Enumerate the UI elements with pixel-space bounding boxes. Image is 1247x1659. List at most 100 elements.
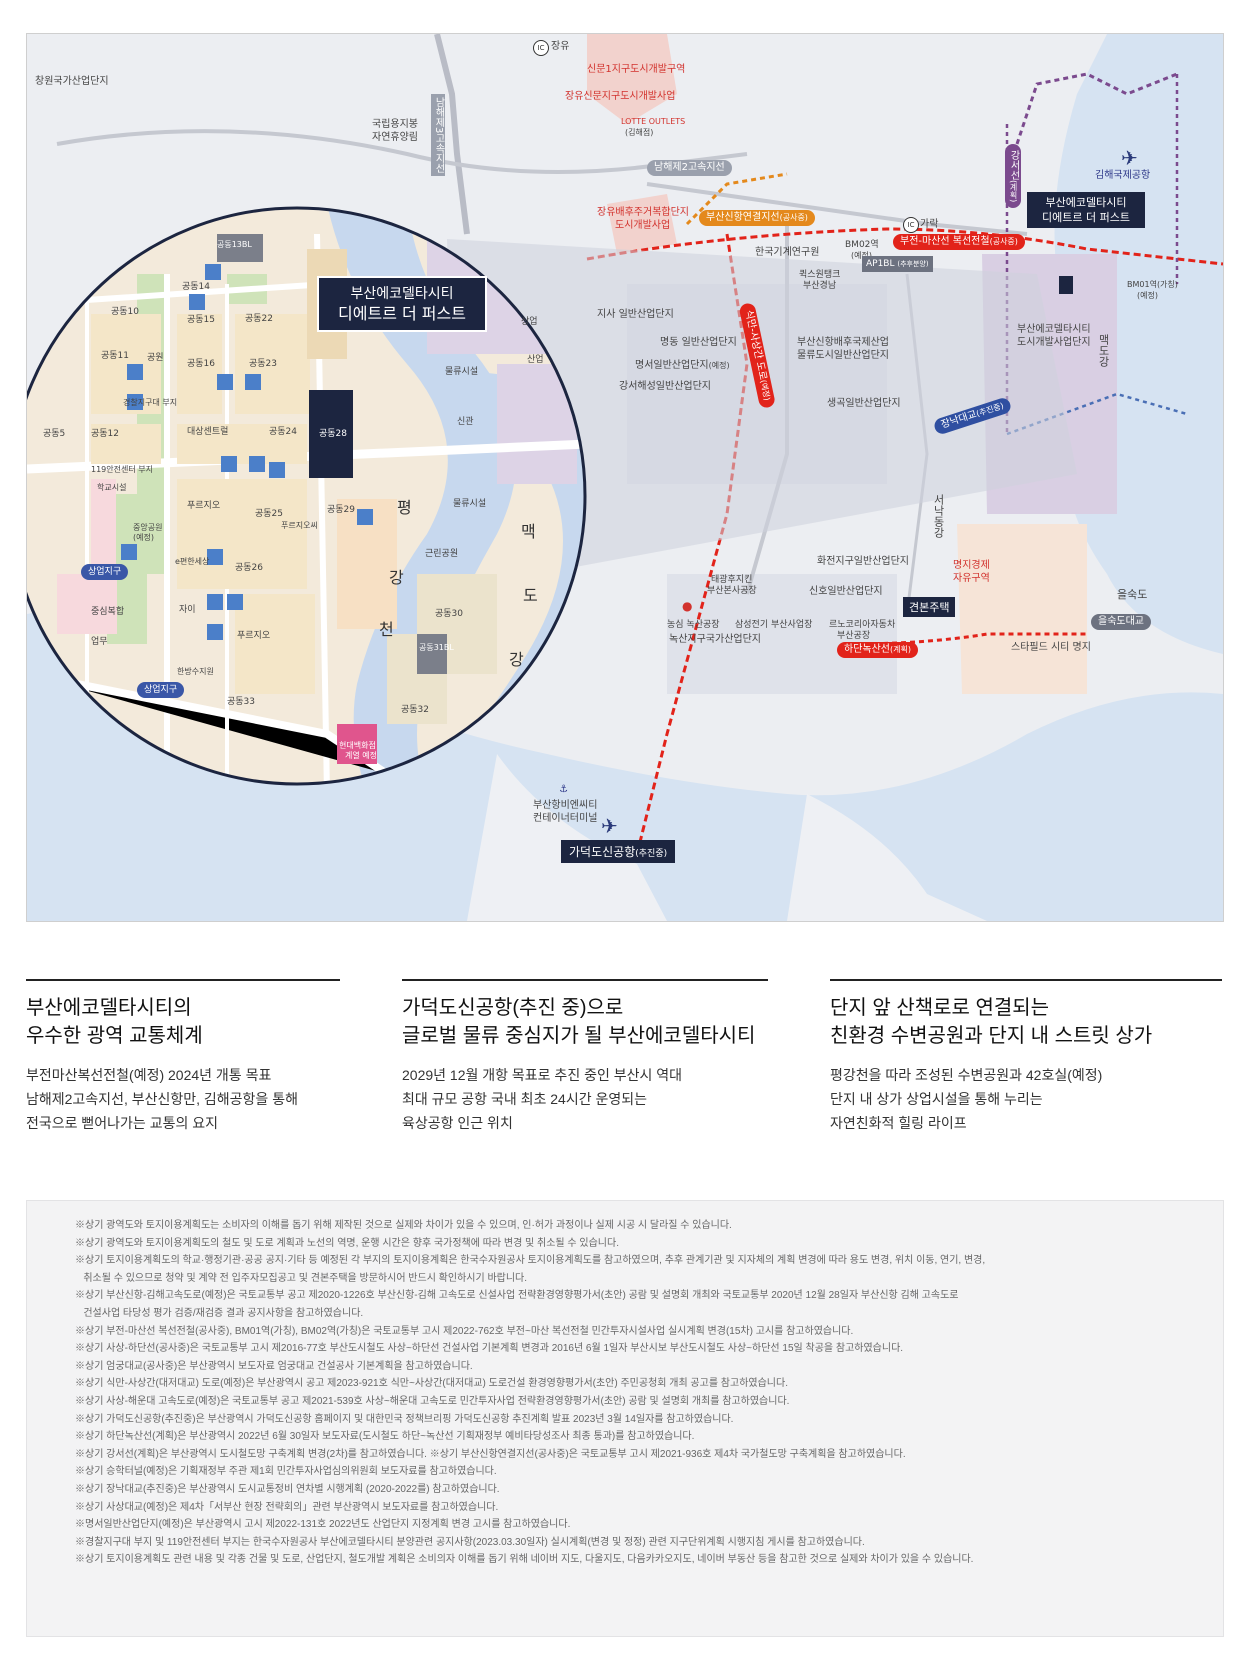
note-item: ※상기 사상-해운대 고속도로(예정)은 국토교통부 공고 제2021-539호… — [75, 1395, 790, 1407]
inset-gongdong32: 공동32 — [401, 705, 430, 715]
inset-hakgyo: 학교시설 — [97, 483, 127, 492]
label-bm01-sub: (예정) — [1137, 291, 1158, 300]
inset-daesang: 대상센트럴 — [187, 427, 229, 437]
inset-sangeop-1: 상업지구 — [81, 564, 129, 580]
note-item: ※상기 광역도와 토지이용계획도의 철도 및 도로 계획과 노선의 역명, 운행… — [75, 1237, 619, 1249]
inset-maek-3: 강 — [509, 650, 524, 669]
note-item: ※상기 가덕도신공항(추진중)은 부산광역시 가덕도신공항 홈페이지 및 대한민… — [75, 1413, 734, 1425]
inset-pyeonggang-1: 평 — [397, 498, 412, 517]
inset-sangeop-2: 상업지구 — [137, 682, 185, 698]
label-bujeon-line: 부전-마산선 복선전철(공사중) — [893, 234, 1025, 250]
label-hanguk-gigye: 한국기계연구원 — [755, 247, 820, 258]
section-1-title: 부산에코델타시티의 우수한 광역 교통체계 — [26, 997, 203, 1047]
note-item: ※상기 토지이용계획도의 학교·행정기관·공공 공지·기타 등 예정된 각 부지… — [75, 1255, 986, 1284]
inset-peugeot: 푸르지오씨 — [281, 521, 318, 530]
myeongji-zone — [957, 524, 1087, 694]
inset-mulryu-2: 물류시설 — [453, 499, 487, 509]
label-jangyu-sinmun: 장유신문지구도시개발사업 — [565, 91, 676, 102]
inset-maek-2: 도 — [523, 586, 538, 605]
label-renault-2: 부산공장 — [837, 631, 871, 641]
label-bm02: BM02역 — [845, 240, 879, 250]
note-item: ※상기 하단녹산선(계획)은 부산광역시 2022년 6월 30일자 보도자료(… — [75, 1431, 695, 1443]
inset-mulryu: 물류시설 — [445, 367, 479, 377]
inset-pyeonggang-3: 천 — [379, 620, 394, 639]
label-busan-port-line: 부산신항연결지선(공사중) — [699, 210, 815, 226]
label-eulsukdo: 을숙도 — [1117, 588, 1148, 601]
inset-gongdong10: 공동10 — [111, 307, 140, 317]
inset-park: 공원 — [147, 353, 164, 363]
target-box: 부산에코델타시티 디에트르 더 퍼스트 — [1027, 192, 1145, 228]
section-2-body: 2029년 12월 개항 목표로 추진 중인 부산시 역대 최대 규모 공항 국… — [402, 1067, 683, 1131]
inset-police: 경찰지구대 부지 — [123, 398, 178, 407]
label-bm02-sub: (예정) — [851, 250, 872, 262]
section-3-body: 평강천을 따라 조성된 수변공원과 42호실(예정) 단지 내 상가 상업시설을… — [830, 1067, 1103, 1131]
label-quick-tank-2: 부산경남 — [803, 281, 837, 291]
inset-gongdong24: 공동24 — [269, 427, 298, 437]
bujeon-masan-line — [586, 227, 1223, 266]
spotlight-wedge — [447, 239, 1077, 589]
label-jangyu-complex: 장유배후주거복합단지 — [597, 207, 689, 218]
label-sinmun: 신문1지구도시개발구역 — [587, 64, 686, 75]
inset-gongdong16: 공동16 — [187, 359, 216, 369]
gadeok-land — [467, 754, 667, 921]
inset-gongdong13: 공동13BL — [217, 240, 252, 249]
inset-ebook: 업무 — [91, 637, 108, 647]
airplane-icon: ✈ — [1121, 146, 1138, 170]
label-park-2: 자연휴양림 — [372, 132, 418, 143]
note-item: ※상기 광역도와 토지이용계획도는 소비자의 이해를 돕기 위해 제작된 것으로… — [75, 1220, 732, 1231]
note-item: ※상기 식만-사상간(대저대교) 도로(예정)은 부산광역시 공고 제2023-… — [75, 1378, 788, 1390]
inset-gongdong11: 공동11 — [101, 351, 130, 361]
note-item: ※상기 장낙대교(추진중)은 부산광역시 도시교통정비 연차별 시행계획 (20… — [75, 1483, 500, 1495]
label-gangseo-line: 강서선(계획) — [1005, 144, 1021, 209]
label-nongsim: 농심 녹산공장 — [667, 620, 720, 630]
inset-pureun: 푸르지오 — [187, 501, 221, 511]
label-samsung: 삼성전기 부산사업장 — [735, 620, 813, 630]
label-maekdo: 맥도강 — [1097, 334, 1110, 367]
inset-callout: 부산에코델타시티 디에트르 더 퍼스트 — [317, 276, 487, 332]
busan-port-link — [685, 172, 788, 226]
inset-gongdong23: 공동23 — [249, 359, 278, 369]
label-namhae2: 남해제2고속지선 — [647, 160, 732, 176]
map-base — [27, 34, 1223, 921]
inset-jaei: 자이 — [179, 605, 196, 615]
label-taegwang: 태광후지킨 — [711, 575, 753, 585]
inset-hyundai-2: 계열 예정 — [345, 751, 377, 760]
inset-gongdong25: 공동25 — [255, 509, 284, 519]
note-item: ※명서일반산업단지(예정)은 부산광역시 고시 제2022-131호 2022년… — [75, 1519, 571, 1531]
note-item: ※상기 엄궁대교(공사중)은 부산광역시 보도자료 엄궁대교 건설공사 기본계획… — [75, 1360, 473, 1372]
inset-junggan: 중심복합 — [91, 607, 125, 617]
label-lotte-sub: (김해점) — [625, 128, 654, 137]
section-rule-3 — [830, 979, 1222, 981]
regional-map: 창원국가산업단지 IC 장유 신문1지구도시개발구역 장유신문지구도시개발사업 … — [26, 33, 1224, 922]
note-item: ※상기 부산신항-김해고속도로(예정)은 국토교통부 공고 제2020-1226… — [75, 1290, 959, 1319]
inset-gunseol: 근린공원 — [425, 549, 459, 559]
note-item: ※상기 토지이용계획도 관련 내용 및 각종 건물 및 도로, 산업단지, 철도… — [75, 1554, 974, 1566]
inset-gongdong12: 공동12 — [91, 429, 120, 439]
inset-map — [27, 208, 585, 784]
inset-gongdong33: 공동33 — [227, 697, 256, 707]
inset-fire: 119안전센터 부지 — [91, 465, 153, 474]
inset-gongdong29: 공동29 — [327, 505, 356, 515]
label-jangyu-ic: 장유 — [551, 41, 570, 52]
inset-gongdong5: 공동5 — [43, 429, 66, 439]
label-jangyu-complex-2: 도시개발사업 — [615, 220, 671, 231]
inset-gongdong28: 공동28 — [319, 429, 348, 439]
ship-icon: ⚓ — [559, 784, 568, 795]
label-changwon: 창원국가산업단지 — [35, 76, 109, 87]
section-2-title: 가덕도신공항(추진 중)으로 글로벌 물류 중심지가 될 부산에코델타시티 — [402, 997, 756, 1047]
label-jisa: 지사 일반산업단지 — [597, 309, 674, 320]
label-renault: 르노코리아자동차 — [829, 620, 896, 630]
note-item: ※경찰지구대 부지 및 119안전센터 부지는 한국수자원공사 부산에코델타시티… — [75, 1536, 865, 1548]
note-item: ※상기 사상-하단선(공사중)은 국토교통부 고시 제2016-77호 부산도시… — [75, 1343, 904, 1355]
garak-ic-icon: IC — [903, 217, 919, 233]
inset-gongdong26: 공동26 — [235, 563, 264, 573]
label-hwajeon: 화전지구일반산업단지 — [817, 556, 909, 567]
inset-maek-1: 맥 — [521, 522, 536, 541]
inset-gongdong15: 공동15 — [187, 315, 216, 325]
label-gadeok: 가덕도신공항(추진중) — [561, 840, 676, 863]
label-saenggok: 생곡일반산업단지 — [827, 398, 901, 409]
inset-central-park-sub: (예정) — [133, 533, 154, 542]
label-bm01: BM01역(가칭) — [1127, 280, 1178, 289]
inset-sangup: 상업 — [521, 317, 538, 327]
disclaimer-notes: ※상기 광역도와 토지이용계획도는 소비자의 이해를 돕기 위해 제작된 것으로… — [26, 1200, 1224, 1637]
